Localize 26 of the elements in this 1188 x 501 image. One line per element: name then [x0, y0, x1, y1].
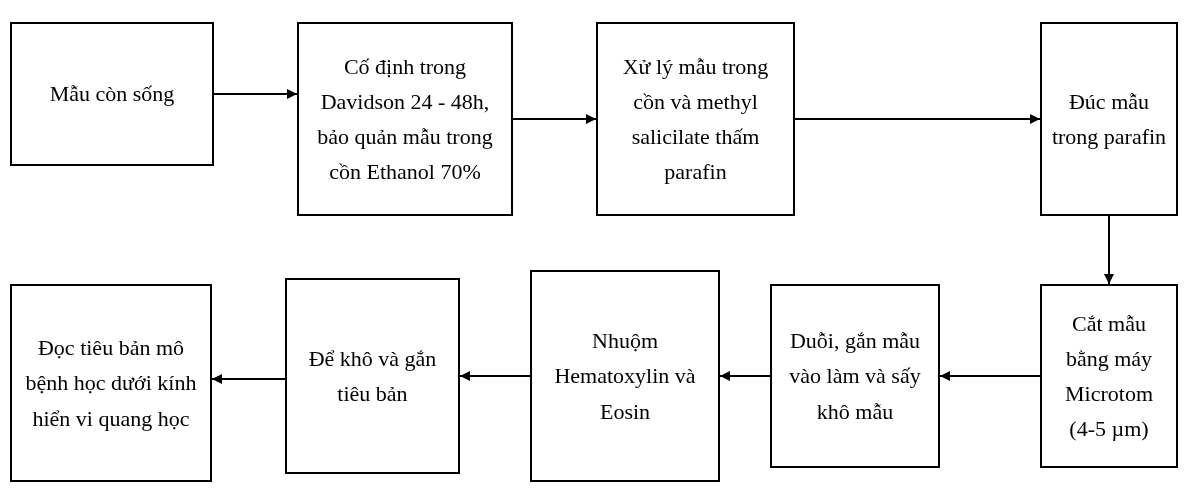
arrow — [1104, 215, 1114, 285]
box-text: Duỗi, gắn mẫu vào làm và sấy khô mẫu — [788, 327, 922, 426]
arrow — [939, 371, 1041, 381]
arrow — [211, 374, 286, 384]
process-box — [285, 278, 460, 474]
process-box — [297, 22, 513, 216]
arrow — [213, 89, 298, 99]
process-box — [596, 22, 795, 216]
arrow — [794, 114, 1041, 124]
arrow — [512, 114, 597, 124]
process-box — [1040, 22, 1178, 216]
process-box — [1040, 284, 1178, 468]
box-text: Cố định trong Davidson 24 - 48h, bảo quản mẫu trong cồn Ethanol 70% — [316, 52, 494, 187]
process-box — [10, 284, 212, 482]
arrow — [459, 371, 531, 381]
box-text: Mẫu còn sống — [49, 80, 175, 109]
box-text: Xử lý mẫu trong cồn và methyl salicilate thấm parafin — [621, 52, 770, 187]
box-text: Nhuộm Hematoxylin và Eosin — [553, 327, 697, 426]
box-text: Đọc tiêu bản mô bệnh học dưới kính hiển vi quang học — [24, 334, 198, 433]
arrow — [719, 371, 771, 381]
box-text: Để khô và gắn tiêu bản — [307, 344, 438, 408]
box-text: Đúc mẫu trong parafin — [1050, 87, 1168, 151]
process-box — [530, 270, 720, 482]
box-text: Cắt mẫu bằng máy Microtom (4-5 µm) — [1064, 309, 1154, 444]
process-box — [10, 22, 214, 166]
process-box — [770, 284, 940, 468]
